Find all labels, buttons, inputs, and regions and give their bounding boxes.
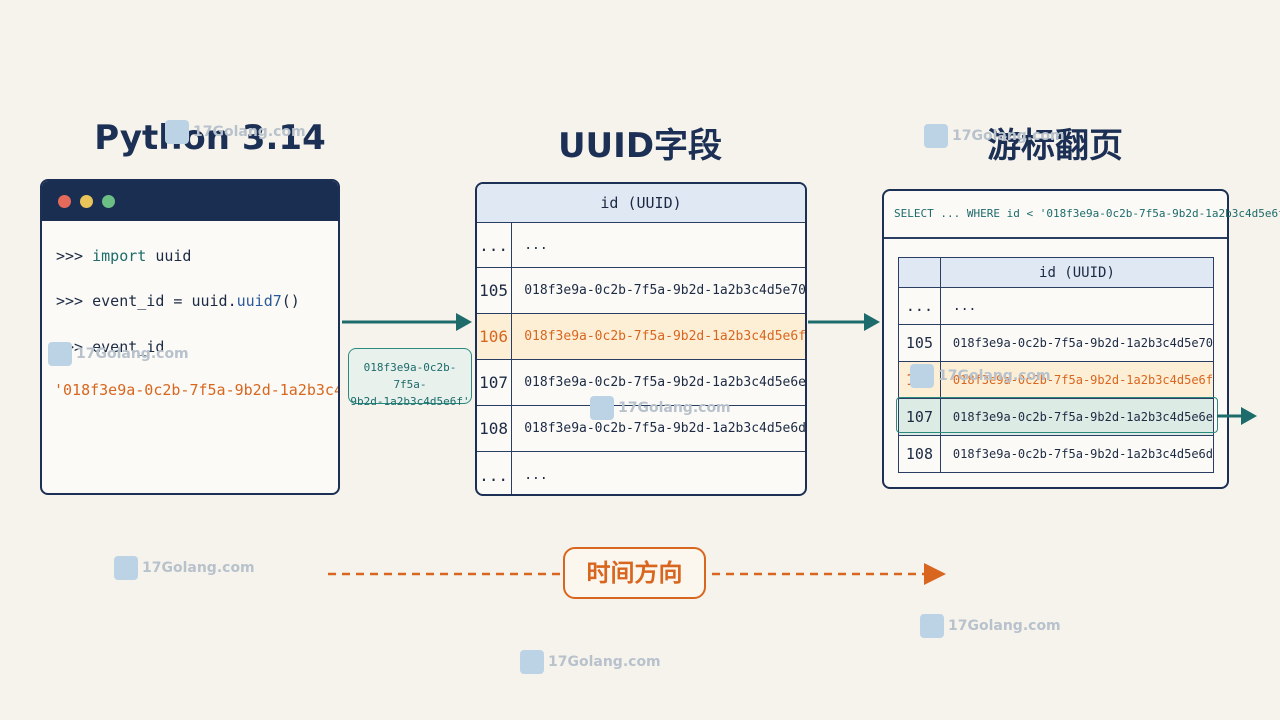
time-direction-arrow — [328, 563, 946, 585]
watermark-logo-icon — [590, 396, 614, 420]
watermark-logo-icon — [520, 650, 544, 674]
table-row-cursor: 106 018f3e9a-0c2b-7f5a-9b2d-1a2b3c4d5e6f — [898, 361, 1215, 399]
watermark: 17Golang.com — [114, 556, 255, 580]
watermark: 17Golang.com — [48, 342, 189, 366]
table-row: ... ... — [477, 451, 805, 494]
terminal-line-assign: >>> event_id = uuid.uuid7() — [56, 292, 300, 310]
arrow-table-to-cursor — [808, 313, 880, 331]
row-number: ... — [477, 222, 513, 268]
row-number: 107 — [477, 359, 513, 406]
cursor-paging-heading: 游标翻页 — [987, 126, 1123, 166]
cursor-table: id (UUID) ... ... 105 018f3e9a-0c2b-7f5a… — [898, 257, 1215, 473]
row-number: 106 — [477, 313, 513, 360]
table-row-highlighted: 106 018f3e9a-0c2b-7f5a-9b2d-1a2b3c4d5e6f — [477, 313, 805, 360]
query-divider — [884, 237, 1227, 239]
watermark: 17Golang.com — [924, 124, 1065, 148]
table-row: 105 018f3e9a-0c2b-7f5a-9b2d-1a2b3c4d5e70 — [898, 324, 1215, 362]
row-value: 018f3e9a-0c2b-7f5a-9b2d-1a2b3c4d5e6e — [511, 359, 805, 406]
row-value: 018f3e9a-0c2b-7f5a-9b2d-1a2b3c4d5e70 — [511, 267, 805, 314]
table-row: ... ... — [477, 222, 805, 268]
watermark-logo-icon — [924, 124, 948, 148]
watermark: 17Golang.com — [910, 364, 1051, 388]
row-value: ... — [511, 451, 805, 494]
uuid-value-callout: 018f3e9a-0c2b-7f5a- 9b2d-1a2b3c4d5e6f' — [348, 348, 472, 408]
row-number: 105 — [477, 267, 513, 314]
terminal-title-bar — [42, 181, 338, 221]
table-row: ... ... — [898, 287, 1215, 325]
watermark-logo-icon — [48, 342, 72, 366]
row-value: ... — [511, 222, 805, 268]
watermark-logo-icon — [920, 614, 944, 638]
cursor-table-header-blank — [898, 257, 941, 288]
python-terminal: >>> import uuid >>> event_id = uuid.uuid… — [40, 179, 340, 495]
table-row-next-page: 107 018f3e9a-0c2b-7f5a-9b2d-1a2b3c4d5e6e — [898, 398, 1215, 436]
row-number: 108 — [898, 435, 941, 473]
time-direction-label: 时间方向 — [563, 547, 706, 599]
cursor-paging-panel: SELECT ... WHERE id < '018f3e9a-0c2b-7f5… — [882, 189, 1280, 489]
uuid-table-header: id (UUID) — [477, 184, 805, 223]
arrow-terminal-to-table — [342, 313, 472, 331]
next-page-outline — [896, 397, 1218, 433]
row-number: 108 — [477, 405, 513, 452]
close-dot-icon — [58, 195, 71, 208]
row-value: ... — [939, 287, 1215, 325]
cursor-table-header: id (UUID) — [939, 257, 1215, 288]
uuid-field-heading: UUID字段 — [557, 126, 723, 166]
minimize-dot-icon — [80, 195, 93, 208]
python-heading: Python 3.14 — [94, 118, 326, 158]
table-row: 107 018f3e9a-0c2b-7f5a-9b2d-1a2b3c4d5e6e — [477, 359, 805, 406]
row-number: ... — [898, 287, 941, 325]
row-number: ... — [477, 451, 513, 494]
row-number: 105 — [898, 324, 941, 362]
row-value: 018f3e9a-0c2b-7f5a-9b2d-1a2b3c4d5e6f — [511, 313, 805, 360]
uuid-table-panel: id (UUID) ... ... 105 018f3e9a-0c2b-7f5a… — [475, 182, 807, 496]
watermark: 17Golang.com — [590, 396, 731, 420]
row-number: 107 — [898, 398, 941, 436]
row-value: 018f3e9a-0c2b-7f5a-9b2d-1a2b3c4d5e6d — [939, 435, 1215, 473]
maximize-dot-icon — [102, 195, 115, 208]
table-row: 108 018f3e9a-0c2b-7f5a-9b2d-1a2b3c4d5e6d — [898, 435, 1215, 473]
terminal-line-echo: >>> event_id — [56, 338, 165, 356]
terminal-output: '018f3e9a-0c2b-7f5a-9b2d-1a2b3c4d5e6f' — [54, 381, 338, 399]
table-row: 105 018f3e9a-0c2b-7f5a-9b2d-1a2b3c4d5e70 — [477, 267, 805, 314]
uuid-table: id (UUID) ... ... 105 018f3e9a-0c2b-7f5a… — [477, 184, 805, 494]
sql-query: SELECT ... WHERE id < '018f3e9a-0c2b-7f5… — [894, 207, 1280, 220]
row-value: 018f3e9a-0c2b-7f5a-9b2d-1a2b3c4d5e6e — [939, 398, 1215, 436]
row-value: 018f3e9a-0c2b-7f5a-9b2d-1a2b3c4d5e6f — [939, 361, 1215, 399]
watermark-logo-icon — [165, 120, 189, 144]
watermark-logo-icon — [910, 364, 934, 388]
row-value: 018f3e9a-0c2b-7f5a-9b2d-1a2b3c4d5e70 — [939, 324, 1215, 362]
terminal-line-import: >>> import uuid — [56, 247, 192, 265]
watermark-logo-icon — [114, 556, 138, 580]
watermark: 17Golang.com — [520, 650, 661, 674]
watermark: 17Golang.com — [165, 120, 306, 144]
arrow-next-page — [1217, 407, 1257, 425]
watermark: 17Golang.com — [920, 614, 1061, 638]
